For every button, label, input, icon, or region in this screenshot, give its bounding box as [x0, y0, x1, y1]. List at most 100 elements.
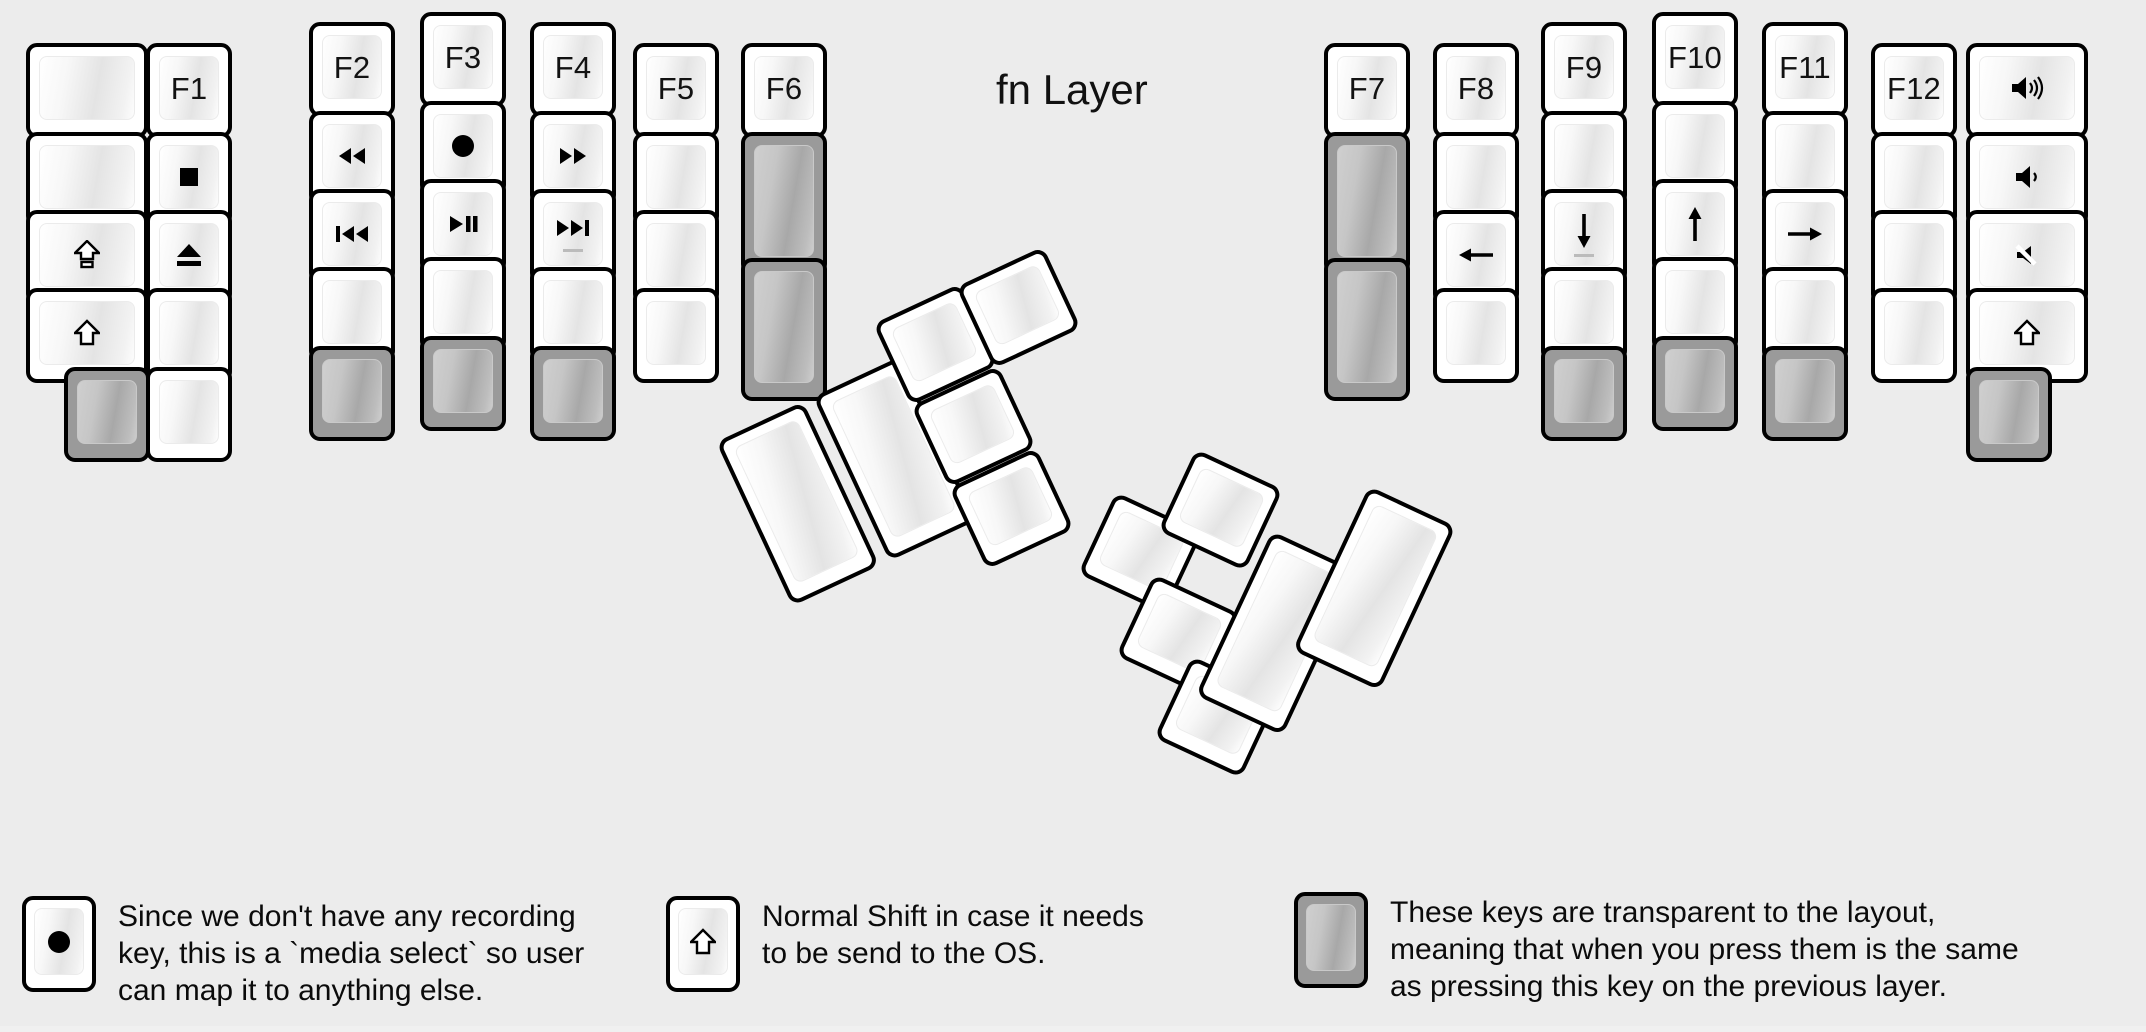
media-stop-icon [178, 166, 200, 188]
key-left-ring-trans[interactable] [309, 346, 395, 441]
keycap [966, 464, 1055, 548]
key-label: F4 [554, 49, 592, 85]
shift-arrow-icon [690, 927, 716, 956]
key-right-inner2-f7[interactable]: F7 [1324, 43, 1410, 138]
keycap [34, 908, 84, 975]
legend-item-record: Since we don't have any recording key, t… [22, 896, 584, 1010]
keycap [1884, 145, 1944, 209]
keycap [1775, 202, 1835, 266]
caps-lock-arrow-icon [74, 240, 100, 270]
key-right-ring-f11[interactable]: F11 [1762, 22, 1848, 117]
key-left-ring-f2[interactable]: F2 [309, 22, 395, 117]
key-left-inner1-f5[interactable]: F5 [633, 43, 719, 138]
keycap [1979, 223, 2075, 287]
keycap [1554, 280, 1614, 344]
keycap [1775, 359, 1835, 423]
keycap [754, 145, 814, 257]
key-left-index-trans[interactable] [530, 346, 616, 441]
keycap: F6 [754, 56, 814, 120]
keycap: F8 [1446, 56, 1506, 120]
keycap [1337, 271, 1397, 383]
media-record-icon [450, 133, 476, 159]
keycap [1979, 145, 2075, 209]
key-left-pinky-r5[interactable] [146, 367, 232, 462]
keycap [646, 301, 706, 365]
keycap [754, 271, 814, 383]
key-right-middle-f10[interactable]: F10 [1652, 12, 1738, 107]
key-left-inner2-f6[interactable]: F6 [741, 43, 827, 138]
keycap [646, 145, 706, 209]
keycap [39, 223, 135, 287]
key-left-index-f4[interactable]: F4 [530, 22, 616, 117]
keycap: F7 [1337, 56, 1397, 120]
keycap: F1 [159, 56, 219, 120]
keycap [159, 145, 219, 209]
key-right-inner1-f8[interactable]: F8 [1433, 43, 1519, 138]
legend-item-transparent: These keys are transparent to the layout… [1294, 892, 2019, 1006]
key-label: F9 [1565, 49, 1603, 85]
key-right-inner2-trans2[interactable] [1324, 258, 1410, 401]
key-left-outer-r2[interactable] [26, 132, 148, 227]
keycap [1446, 301, 1506, 365]
arrow-right-icon [1786, 222, 1824, 246]
shift-arrow-icon [74, 319, 100, 347]
keycap [322, 124, 382, 188]
keycap [322, 359, 382, 423]
key-right-inner1-r4[interactable] [1433, 288, 1519, 383]
key-right-ring-trans[interactable] [1762, 346, 1848, 441]
key-left-index-ff[interactable] [530, 111, 616, 206]
keycap [543, 280, 603, 344]
underscore-mark [1574, 253, 1594, 257]
keycap [1979, 56, 2075, 120]
key-right-inner2-trans1[interactable] [1324, 132, 1410, 275]
key-left-outer-r1[interactable] [26, 43, 148, 138]
key-right-outer-trans[interactable] [1966, 367, 2052, 462]
key-label: F10 [1667, 39, 1723, 75]
underscore-mark [563, 248, 583, 252]
keycap [646, 223, 706, 287]
key-label: F11 [1779, 49, 1831, 85]
key-label: F1 [170, 70, 208, 106]
keycap [1554, 359, 1614, 423]
keycap: F10 [1665, 25, 1725, 89]
key-right-index-f9[interactable]: F9 [1541, 22, 1627, 117]
key-left-middle-trans[interactable] [420, 336, 506, 431]
volume-up-icon [2009, 74, 2045, 102]
key-right-index-trans[interactable] [1541, 346, 1627, 441]
keycap: F5 [646, 56, 706, 120]
keyboard-panel: fn Layer F [6, 6, 2140, 1020]
key-right-outer-volup[interactable] [1966, 43, 2088, 138]
keycap [159, 301, 219, 365]
legend-key-record [22, 896, 96, 992]
legend-key-shift [666, 896, 740, 992]
media-next-track-icon [554, 217, 592, 239]
keycap [39, 301, 135, 365]
key-left-inner1-r4[interactable] [633, 288, 719, 383]
key-label: F7 [1348, 70, 1386, 106]
keycap [890, 300, 979, 384]
keycap: F11 [1775, 35, 1835, 99]
key-left-middle-f3[interactable]: F3 [420, 12, 506, 107]
key-right-middle-trans[interactable] [1652, 336, 1738, 431]
keycap [973, 263, 1062, 347]
key-label: F2 [333, 49, 371, 85]
keycap: F4 [543, 35, 603, 99]
key-left-inner2-trans2[interactable] [741, 258, 827, 401]
key-left-inner2-trans1[interactable] [741, 132, 827, 275]
keycap: F9 [1554, 35, 1614, 99]
keycap [433, 349, 493, 413]
keycap [433, 192, 493, 256]
key-left-pinky-f1[interactable]: F1 [146, 43, 232, 138]
key-left-outer-trans[interactable] [64, 367, 150, 462]
key-right-pinky-r4[interactable] [1871, 288, 1957, 383]
media-record-icon [46, 929, 72, 955]
media-rewind-icon [335, 145, 369, 167]
keycap [159, 380, 219, 444]
keycap [1446, 145, 1506, 209]
legend-text-record: Since we don't have any recording key, t… [118, 900, 585, 1008]
key-label: F6 [765, 70, 803, 106]
keycap [1306, 904, 1356, 971]
key-right-pinky-f12[interactable]: F12 [1871, 43, 1957, 138]
key-label: F12 [1886, 70, 1942, 106]
